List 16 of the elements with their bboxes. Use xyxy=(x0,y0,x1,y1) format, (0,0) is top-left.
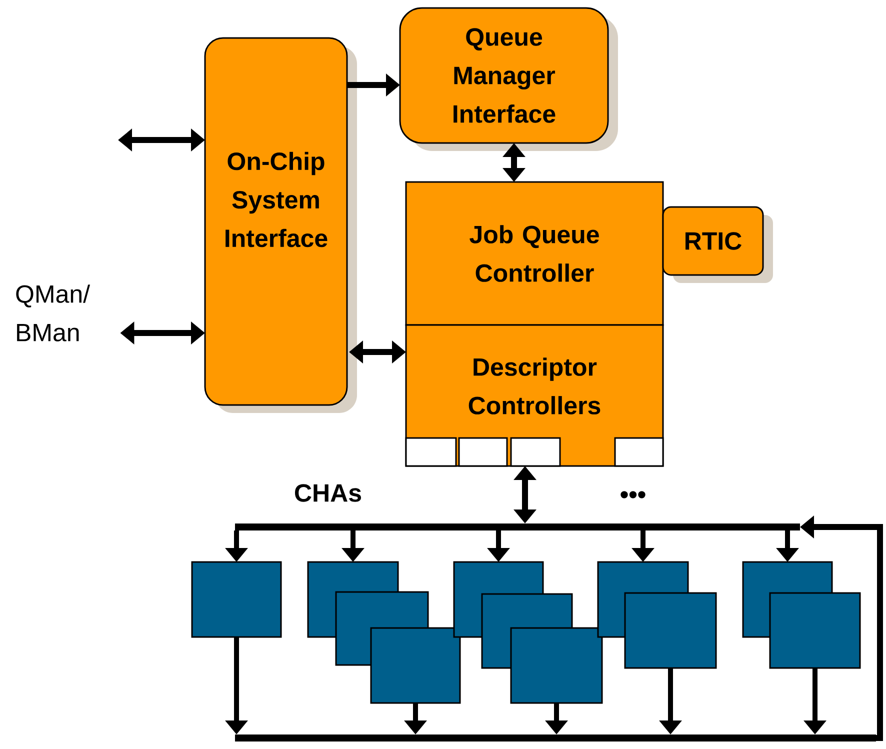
cha-block xyxy=(191,561,282,638)
cha-block xyxy=(769,592,861,669)
module-box: RTIC xyxy=(662,206,773,283)
slot-box xyxy=(614,437,664,467)
cha-block xyxy=(510,627,603,704)
port-label: QMan/ BMan xyxy=(16,284,90,342)
cha-block xyxy=(370,627,461,704)
slot-box xyxy=(510,437,561,467)
slot-box xyxy=(405,437,457,467)
controller-box: Job Queue Controller xyxy=(405,181,664,326)
section-label: CHAs xyxy=(295,484,361,502)
slot-box xyxy=(458,437,508,467)
ellipsis: ••• xyxy=(620,491,646,498)
cha-block xyxy=(624,592,717,669)
interface-box: On-Chip System Interface xyxy=(204,37,357,413)
interface-box: Queue Manager Interface xyxy=(399,7,618,151)
